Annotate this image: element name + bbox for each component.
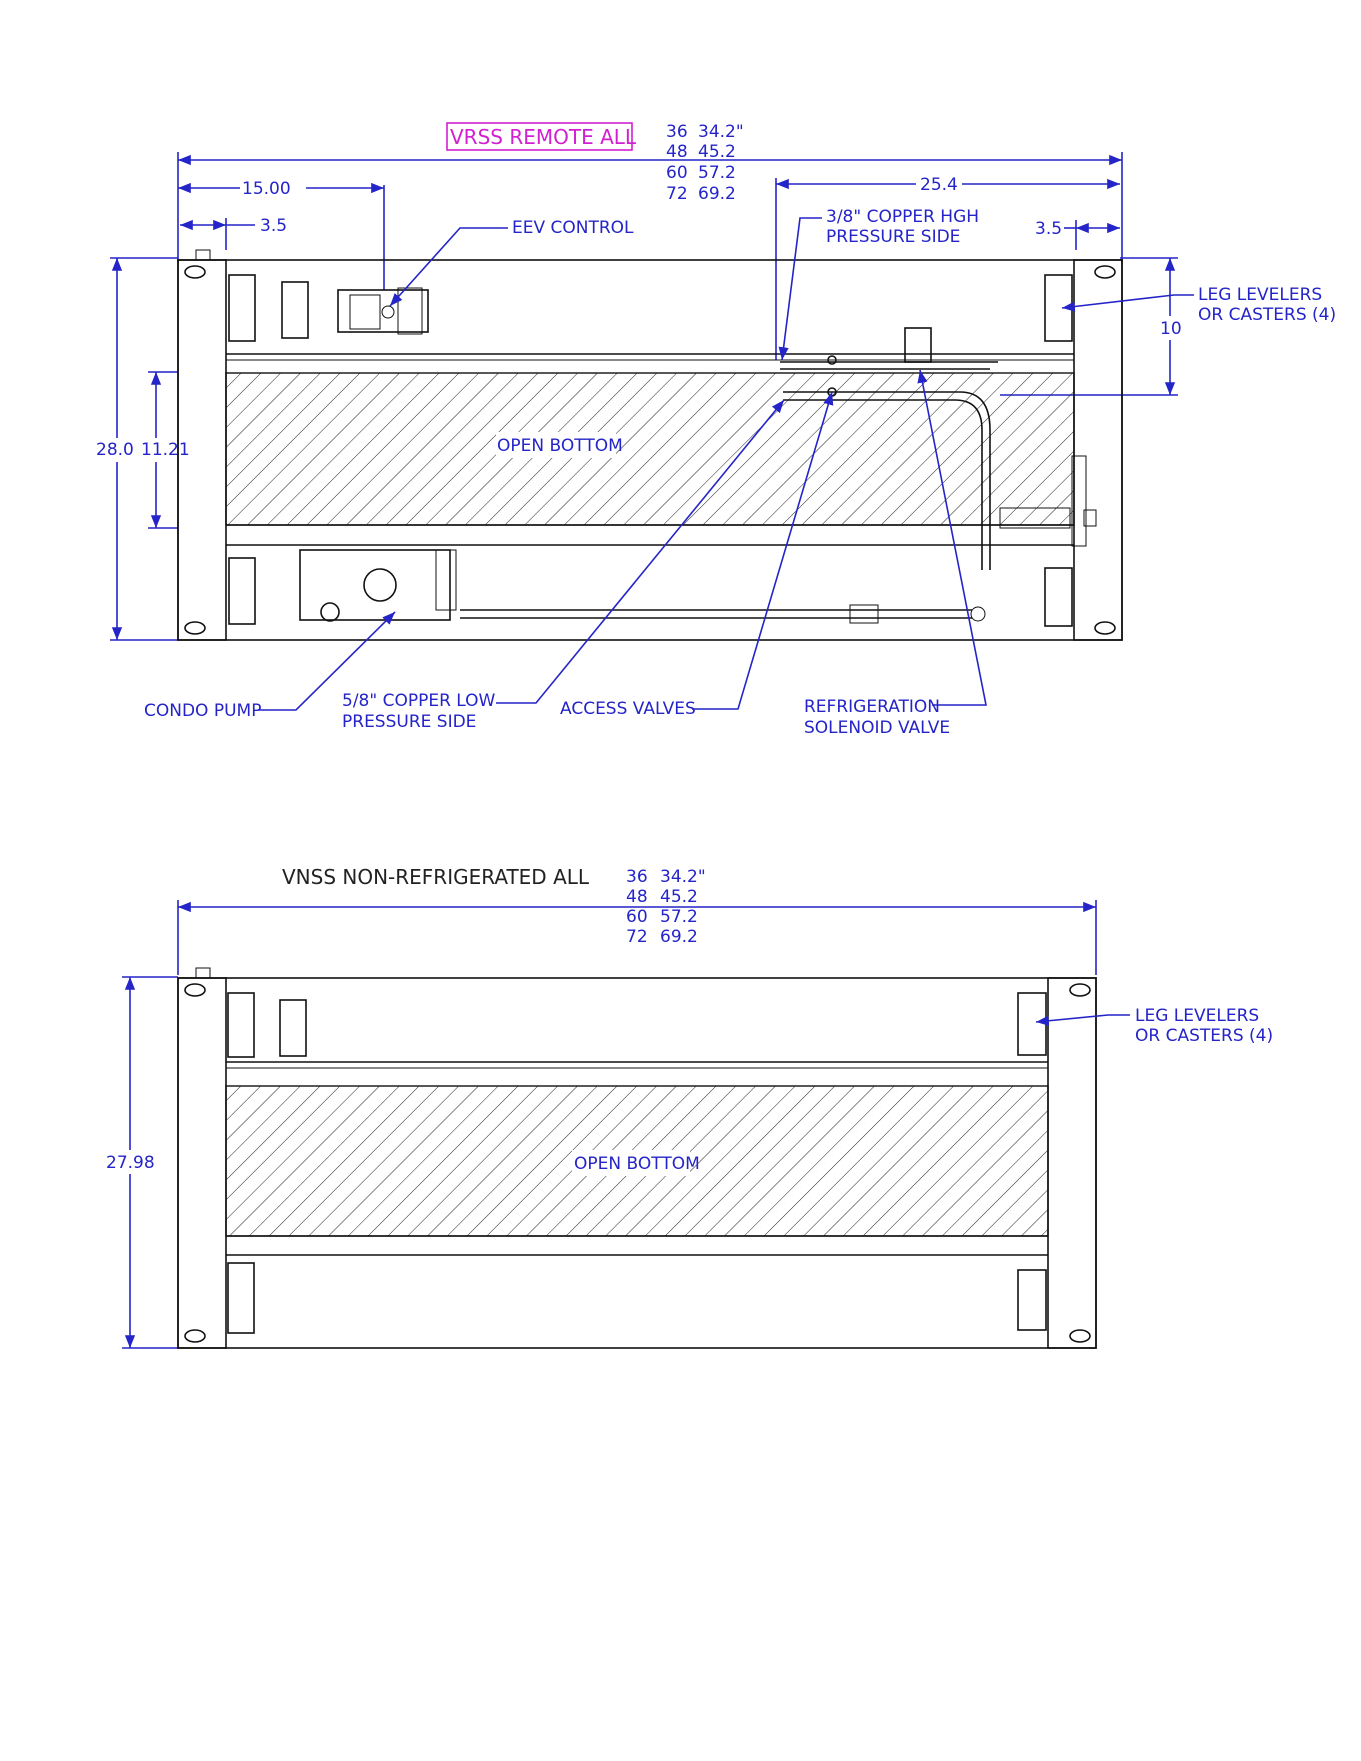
label-bg (496, 432, 616, 458)
size-length: 45.2 (698, 142, 736, 162)
condensate-pump (299, 549, 457, 622)
bottom-view: VNSS NON-REFRIGERATED ALL 36 34.2" 48 45… (104, 865, 1273, 1349)
corner-slot (1069, 1329, 1091, 1343)
refrigeration-piping (780, 327, 1097, 570)
solenoid-valve (904, 327, 932, 363)
end-tab (195, 967, 211, 979)
size-length: 69.2 (660, 927, 698, 947)
callout-solenoid-1: REFRIGERATION (804, 697, 940, 717)
leader-line (389, 227, 508, 307)
dim-left-offset: 15.00 (242, 179, 291, 199)
size-model: 36 (666, 122, 688, 142)
leg-pad (228, 557, 256, 625)
leg-pad (1044, 567, 1073, 627)
callout-copper-low-2: PRESSURE SIDE (342, 712, 476, 732)
low-pressure-line (460, 604, 986, 624)
callout-condo-pump: CONDO PUMP (144, 701, 261, 721)
top-title: VRSS REMOTE ALL (450, 125, 637, 149)
dim-overall-depth: 28.0 (96, 440, 134, 460)
end-tab (195, 249, 211, 261)
dim-overall-depth: 27.98 (106, 1153, 155, 1173)
callout-solenoid-2: SOLENOID VALVE (804, 718, 950, 738)
callout-copper-high-1: 3/8" COPPER HGH (826, 207, 979, 227)
dim-left-end: 3.5 (260, 216, 287, 236)
leg-pad (1017, 1269, 1047, 1331)
electrical-box (279, 999, 307, 1057)
leader-line (1035, 1014, 1130, 1026)
corner-slot (1094, 265, 1116, 279)
size-length: 57.2 (660, 907, 698, 927)
size-length: 57.2 (698, 163, 736, 183)
leader-line (1061, 294, 1194, 312)
size-length: 45.2 (660, 887, 698, 907)
size-length: 34.2" (698, 122, 744, 142)
open-bottom-label: OPEN BOTTOM (497, 436, 623, 456)
dim-leg-offset: 10 (1160, 319, 1182, 339)
corner-slot (184, 983, 206, 997)
size-model: 48 (666, 142, 688, 162)
callout-leg-levelers-2: OR CASTERS (4) (1198, 305, 1336, 325)
corner-slot (184, 1329, 206, 1343)
label-bg (572, 1150, 690, 1176)
dim-label-bg (1158, 316, 1186, 340)
dim-inner-depth: 11.21 (141, 440, 190, 460)
callout-copper-low-1: 5/8" COPPER LOW (342, 691, 496, 711)
dim-right-offset: 25.4 (920, 175, 958, 195)
corner-slot (184, 265, 206, 279)
leader-line (917, 369, 987, 706)
top-view: VRSS REMOTE ALL 36 34.2" 48 45.2 60 57.2… (94, 122, 1336, 738)
title-box (446, 122, 633, 151)
callout-eev-control: EEV CONTROL (512, 218, 634, 238)
size-model: 60 (626, 907, 648, 927)
leader-line (496, 399, 785, 704)
access-valve (827, 355, 837, 365)
dim-right-end: 3.5 (1035, 219, 1062, 239)
leader-line (778, 217, 822, 361)
dim-label-bg (140, 438, 176, 462)
leg-pad (227, 1262, 255, 1334)
callout-leg-levelers-2: OR CASTERS (4) (1135, 1026, 1273, 1046)
dim-label-bg (104, 1150, 154, 1174)
size-length: 34.2" (660, 867, 706, 887)
size-model: 48 (626, 887, 648, 907)
open-bottom-area (225, 372, 1075, 526)
right-end-rail (1047, 977, 1097, 1349)
leg-pad (1017, 992, 1047, 1056)
eev-control-unit (337, 287, 429, 335)
leg-pad (227, 992, 255, 1058)
callout-copper-high-2: PRESSURE SIDE (826, 227, 960, 247)
size-length: 69.2 (698, 184, 736, 204)
right-end-rail (1073, 259, 1123, 641)
corner-slot (1094, 621, 1116, 635)
dim-label-bg (94, 438, 140, 462)
electrical-box (281, 281, 309, 339)
callout-leg-levelers-1: LEG LEVELERS (1198, 285, 1322, 305)
top-size-table: 36 34.2" 48 45.2 60 57.2 72 69.2 (666, 122, 744, 204)
corner-slot (184, 621, 206, 635)
left-end-rail (177, 977, 227, 1349)
leg-pad (228, 274, 256, 342)
size-model: 72 (626, 927, 648, 947)
leader-line (258, 611, 396, 711)
size-model: 72 (666, 184, 688, 204)
corner-slot (1069, 983, 1091, 997)
open-bottom-label: OPEN BOTTOM (574, 1154, 700, 1174)
size-model: 36 (626, 867, 648, 887)
bottom-title: VNSS NON-REFRIGERATED ALL (282, 865, 590, 889)
leader-line (692, 391, 834, 710)
size-model: 60 (666, 163, 688, 183)
callout-access-valves: ACCESS VALVES (560, 699, 696, 719)
callout-leg-levelers-1: LEG LEVELERS (1135, 1006, 1259, 1026)
